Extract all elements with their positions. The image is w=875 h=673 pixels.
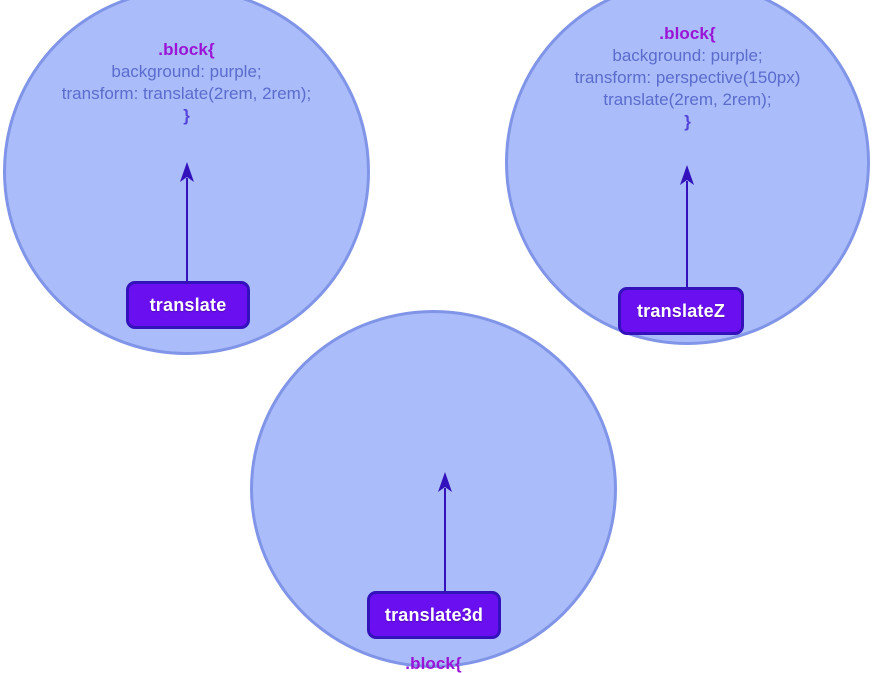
label-button-translate[interactable]: translate: [126, 281, 250, 329]
label-button-text: translate: [149, 294, 227, 315]
arrow-translatez: [680, 165, 694, 289]
code-selector: .block{: [659, 24, 716, 43]
label-button-translatez[interactable]: translateZ: [618, 287, 744, 335]
code-line: translate(2rem, 2rem);: [603, 90, 772, 110]
code-block-translate: .block{ background: purple; transform: t…: [6, 39, 367, 127]
code-selector: .block{: [158, 40, 215, 59]
label-button-translate3d[interactable]: translate3d: [367, 591, 501, 639]
code-line: background: purple;: [111, 62, 262, 82]
code-block-translatez: .block{ background: purple; transform: p…: [508, 23, 867, 133]
code-block-translate3d: .block{ background: purple; transform: p…: [253, 653, 614, 673]
arrow-translate3d: [438, 472, 452, 596]
code-line: transform: perspective(150px): [574, 68, 801, 88]
code-selector: .block{: [405, 654, 462, 673]
code-close-brace: }: [684, 112, 691, 132]
arrow-translate: [180, 162, 194, 286]
code-close-brace: }: [183, 106, 190, 126]
label-button-text: translate3d: [384, 604, 484, 625]
label-button-text: translateZ: [636, 300, 726, 321]
code-line: background: purple;: [612, 46, 763, 66]
code-line: transform: translate(2rem, 2rem);: [61, 84, 312, 104]
